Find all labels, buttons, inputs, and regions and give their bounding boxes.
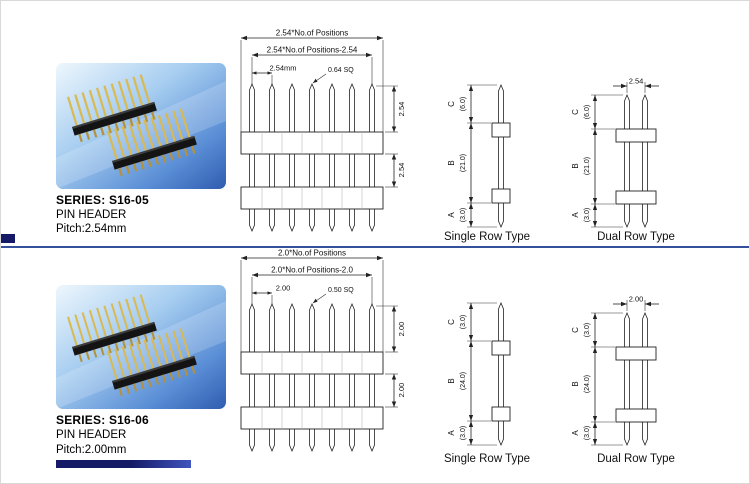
pin-header-photo-item — [67, 294, 157, 363]
dim-pitch-label: 2.00 — [276, 284, 291, 293]
pin-side-view — [624, 93, 648, 229]
insulator-blocks — [615, 346, 657, 423]
accent-edge-block — [1, 234, 15, 243]
dim-square-label: 0.50 SQ — [328, 287, 354, 294]
section-s16-06: SERIES: S16-06 PIN HEADER Pitch:2.00mm — [1, 247, 749, 483]
dim-letter-b: B — [447, 160, 456, 165]
section-divider — [1, 246, 749, 248]
dim-letter-b: B — [571, 163, 580, 168]
dim-value-a: (3.0) — [584, 426, 591, 440]
dim-row-pitch-label: 2.54 — [629, 77, 644, 86]
product-photo — [56, 285, 226, 409]
front-view-drawing: 2.54*No.of Positions 2.54*No.of Position… — [240, 29, 406, 233]
dim-letter-c: C — [447, 319, 456, 325]
dim-letter-a: A — [571, 430, 580, 436]
single-row-drawing: C (6.0) B (21.0) A (3.0) — [447, 83, 511, 229]
dim-letter-a: A — [447, 430, 456, 436]
single-row-caption: Single Row Type — [443, 453, 531, 465]
dim-value-a: (3.0) — [460, 208, 467, 222]
dim-total-label: 2.0*No.of Positions — [278, 249, 346, 258]
dim-vertical-label: 2.54 — [397, 163, 406, 178]
pin-header-photo-item — [66, 74, 157, 143]
product-name: PIN HEADER — [56, 209, 127, 221]
dim-letter-a: A — [571, 212, 580, 218]
insulator-strips — [240, 351, 384, 430]
dim-value-b: (21.0) — [460, 154, 467, 172]
dim-total-label: 2.54*No.of Positions — [276, 29, 349, 38]
pitch-label: Pitch:2.00mm — [56, 444, 127, 456]
pin-header-photo-item — [107, 328, 197, 397]
single-row-caption: Single Row Type — [443, 231, 531, 243]
dim-pitch-label: 2.54mm — [269, 64, 296, 73]
dim-value-b: (24.0) — [460, 372, 467, 390]
dim-vertical-label: 2.00 — [397, 322, 406, 337]
series-title: SERIES: S16-05 — [56, 193, 149, 207]
pin-side-view — [498, 301, 504, 447]
dim-letter-b: B — [571, 381, 580, 386]
product-name: PIN HEADER — [56, 429, 127, 441]
product-photo — [56, 63, 226, 189]
front-view-drawing: 2.0*No.of Positions 2.0*No.of Positions-… — [240, 249, 406, 453]
single-row-drawing: C (3.0) B (24.0) A (3.0) — [447, 301, 511, 447]
pin-side-view — [498, 83, 504, 229]
dim-minus-label: 2.54*No.of Positions-2.54 — [267, 46, 358, 55]
insulator-strips — [240, 131, 384, 210]
dim-letter-c: C — [571, 109, 580, 115]
dim-letter-c: C — [447, 101, 456, 107]
dim-minus-label: 2.0*No.of Positions-2.0 — [271, 266, 353, 275]
dim-vertical-label: 2.54 — [397, 102, 406, 117]
dual-row-drawing: 2.54 C (6.0) B (21.0) A (3.0) — [571, 77, 659, 229]
dual-row-caption: Dual Row Type — [597, 231, 675, 243]
dim-value-c: (3.0) — [460, 315, 467, 329]
series-title: SERIES: S16-06 — [56, 413, 149, 427]
dim-letter-c: C — [571, 327, 580, 333]
dim-row-pitch-label: 2.00 — [629, 295, 644, 304]
pin-side-view — [624, 311, 648, 447]
insulator-blocks — [491, 122, 511, 204]
pitch-label: Pitch:2.54mm — [56, 223, 127, 235]
dim-value-a: (3.0) — [584, 208, 591, 222]
accent-bar — [56, 460, 191, 468]
dual-row-drawing: 2.00 C (3.0) B (24.0) A (3.0) — [571, 295, 659, 447]
insulator-blocks — [615, 128, 657, 205]
dim-value-c: (3.0) — [584, 323, 591, 337]
dim-value-b: (24.0) — [584, 375, 591, 393]
dim-square-label: 0.64 SQ — [328, 67, 354, 74]
section-s16-05: SERIES: S16-05 PIN HEADER Pitch:2.54mm — [1, 1, 749, 247]
pin-header-photo-item — [106, 108, 197, 177]
dim-vertical-label: 2.00 — [397, 383, 406, 398]
dim-value-c: (6.0) — [460, 97, 467, 111]
dim-letter-b: B — [447, 378, 456, 383]
dim-letter-a: A — [447, 212, 456, 218]
dual-row-caption: Dual Row Type — [597, 453, 675, 465]
dim-value-b: (21.0) — [584, 157, 591, 175]
dim-value-a: (3.0) — [460, 426, 467, 440]
dim-value-c: (6.0) — [584, 105, 591, 119]
insulator-blocks — [491, 340, 511, 422]
